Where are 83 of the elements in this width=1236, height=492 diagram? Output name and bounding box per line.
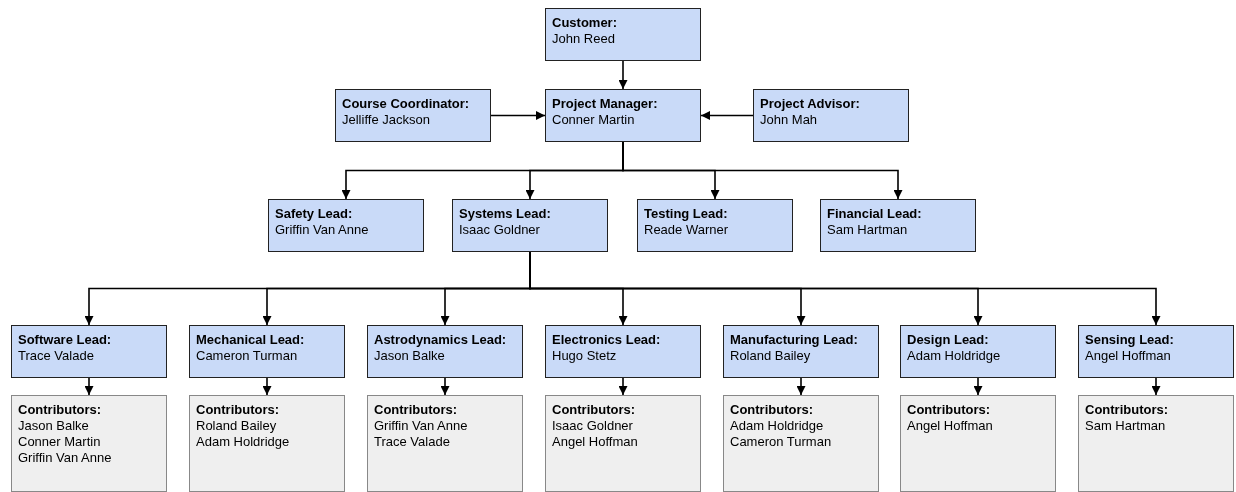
person-name: Angel Hoffman bbox=[552, 434, 639, 450]
person-name: Griffin Van Anne bbox=[275, 222, 370, 238]
role-box bbox=[1078, 325, 1234, 378]
person-name: Adam Holdridge bbox=[907, 348, 1002, 364]
role-box bbox=[545, 89, 701, 142]
role-title: Testing Lead: bbox=[644, 206, 729, 222]
role-title: Project Advisor: bbox=[760, 96, 861, 112]
arrow bbox=[1151, 377, 1161, 396]
person-name: Trace Valade bbox=[18, 348, 95, 364]
person-name: Isaac Goldner bbox=[552, 418, 634, 434]
role-title: Contributors: bbox=[18, 402, 103, 418]
role-title: Contributors: bbox=[1085, 402, 1170, 418]
arrow bbox=[262, 377, 272, 396]
contributors-box bbox=[723, 395, 879, 492]
role-title: Course Coordinator: bbox=[342, 96, 471, 112]
person-name: Conner Martin bbox=[18, 434, 102, 450]
person-name: Sam Hartman bbox=[1085, 418, 1167, 434]
person-name: Angel Hoffman bbox=[907, 418, 994, 434]
arrow bbox=[622, 141, 903, 200]
contributors-box bbox=[545, 395, 701, 492]
role-title: Financial Lead: bbox=[827, 206, 923, 222]
role-title: Project Manager: bbox=[552, 96, 659, 112]
role-title: Mechanical Lead: bbox=[196, 332, 306, 348]
role-title: Customer: bbox=[552, 15, 618, 31]
role-title: Manufacturing Lead: bbox=[730, 332, 859, 348]
arrow bbox=[84, 377, 94, 396]
role-title: Software Lead: bbox=[18, 332, 113, 348]
role-title: Systems Lead: bbox=[459, 206, 552, 222]
arrow bbox=[973, 377, 983, 396]
person-name: Conner Martin bbox=[552, 112, 636, 128]
person-name: Roland Bailey bbox=[730, 348, 812, 364]
role-box bbox=[753, 89, 909, 142]
role-title: Contributors: bbox=[907, 402, 992, 418]
role-box bbox=[268, 199, 424, 252]
role-title: Design Lead: bbox=[907, 332, 990, 348]
person-name: Angel Hoffman bbox=[1085, 348, 1172, 364]
arrow bbox=[796, 377, 806, 396]
role-title: Contributors: bbox=[374, 402, 459, 418]
person-name: Trace Valade bbox=[374, 434, 451, 450]
role-box bbox=[189, 325, 345, 378]
role-box bbox=[452, 199, 608, 252]
person-name: Griffin Van Anne bbox=[18, 450, 113, 466]
person-name: John Mah bbox=[760, 112, 819, 128]
contributors-box bbox=[11, 395, 167, 492]
person-name: Isaac Goldner bbox=[459, 222, 541, 238]
role-title: Contributors: bbox=[196, 402, 281, 418]
contributors-box bbox=[189, 395, 345, 492]
role-box bbox=[367, 325, 523, 378]
person-name: Griffin Van Anne bbox=[374, 418, 469, 434]
person-name: John Reed bbox=[552, 31, 616, 47]
role-box bbox=[723, 325, 879, 378]
role-title: Safety Lead: bbox=[275, 206, 354, 222]
role-box bbox=[900, 325, 1056, 378]
contributors-box bbox=[900, 395, 1056, 492]
arrow bbox=[618, 377, 628, 396]
person-name: Roland Bailey bbox=[196, 418, 278, 434]
person-name: Hugo Stetz bbox=[552, 348, 618, 364]
role-title: Contributors: bbox=[552, 402, 637, 418]
person-name: Jason Balke bbox=[18, 418, 90, 434]
role-box bbox=[637, 199, 793, 252]
arrow bbox=[490, 111, 546, 120]
person-name: Cameron Turman bbox=[196, 348, 299, 364]
role-box bbox=[820, 199, 976, 252]
role-box bbox=[335, 89, 491, 142]
contributors-box bbox=[1078, 395, 1234, 492]
person-name: Jason Balke bbox=[374, 348, 446, 364]
person-name: Cameron Turman bbox=[730, 434, 833, 450]
role-box bbox=[545, 8, 701, 61]
role-title: Astrodynamics Lead: bbox=[374, 332, 508, 348]
contributors-box bbox=[367, 395, 523, 492]
role-title: Electronics Lead: bbox=[552, 332, 662, 348]
person-name: Jelliffe Jackson bbox=[342, 112, 431, 128]
role-title: Contributors: bbox=[730, 402, 815, 418]
arrow bbox=[618, 60, 628, 90]
person-name: Adam Holdridge bbox=[730, 418, 825, 434]
person-name: Reade Warner bbox=[644, 222, 730, 238]
role-title: Sensing Lead: bbox=[1085, 332, 1175, 348]
arrow bbox=[700, 111, 754, 120]
arrow bbox=[440, 377, 450, 396]
role-box bbox=[11, 325, 167, 378]
person-name: Sam Hartman bbox=[827, 222, 909, 238]
role-box bbox=[545, 325, 701, 378]
person-name: Adam Holdridge bbox=[196, 434, 291, 450]
